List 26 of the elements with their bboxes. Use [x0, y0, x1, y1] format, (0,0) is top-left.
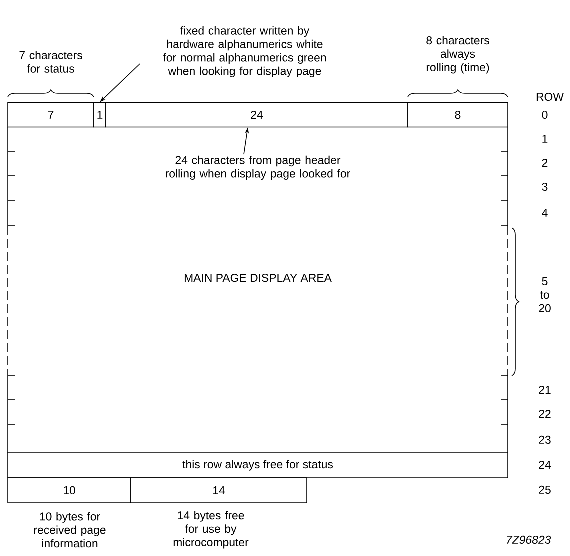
- annotation-text: 10 bytes for received page information: [34, 512, 106, 548]
- table-cell: 7: [8, 102, 94, 128]
- row-number: 4: [542, 209, 548, 217]
- row-number: 1: [542, 135, 548, 143]
- row-number: 5 to 20: [539, 278, 551, 312]
- row-heading: ROW: [536, 92, 564, 102]
- annotation-text: 14 bytes free for use by microcomputer: [174, 511, 249, 549]
- figure-code: 7Z96823: [507, 536, 552, 544]
- table-cell: this row always free for status: [8, 452, 508, 478]
- annotation-text: 8 characters always rolling (time): [426, 36, 490, 74]
- table-cell: 24: [106, 102, 408, 128]
- row-number: 2: [542, 159, 548, 167]
- table-cell: 14: [130, 478, 308, 504]
- annotation-text: fixed character written by hardware alphanumerics white for normal alphanumerics green when looking for display page: [163, 26, 326, 78]
- row-number: 21: [539, 386, 551, 394]
- row-number: 0: [542, 110, 548, 120]
- table-cell: 10: [8, 478, 132, 504]
- annotation-text: 7 characters for status: [20, 51, 82, 73]
- annotation-text: 24 characters from page header rolling when display page looked for: [166, 156, 350, 180]
- row-number: 23: [539, 436, 551, 444]
- table-cell: 8: [408, 102, 508, 128]
- row-number: 3: [542, 182, 548, 192]
- row-number: 25: [539, 486, 551, 494]
- table-cell: 1: [94, 102, 106, 128]
- row-number: 24: [539, 461, 552, 469]
- row-number: 22: [539, 410, 551, 418]
